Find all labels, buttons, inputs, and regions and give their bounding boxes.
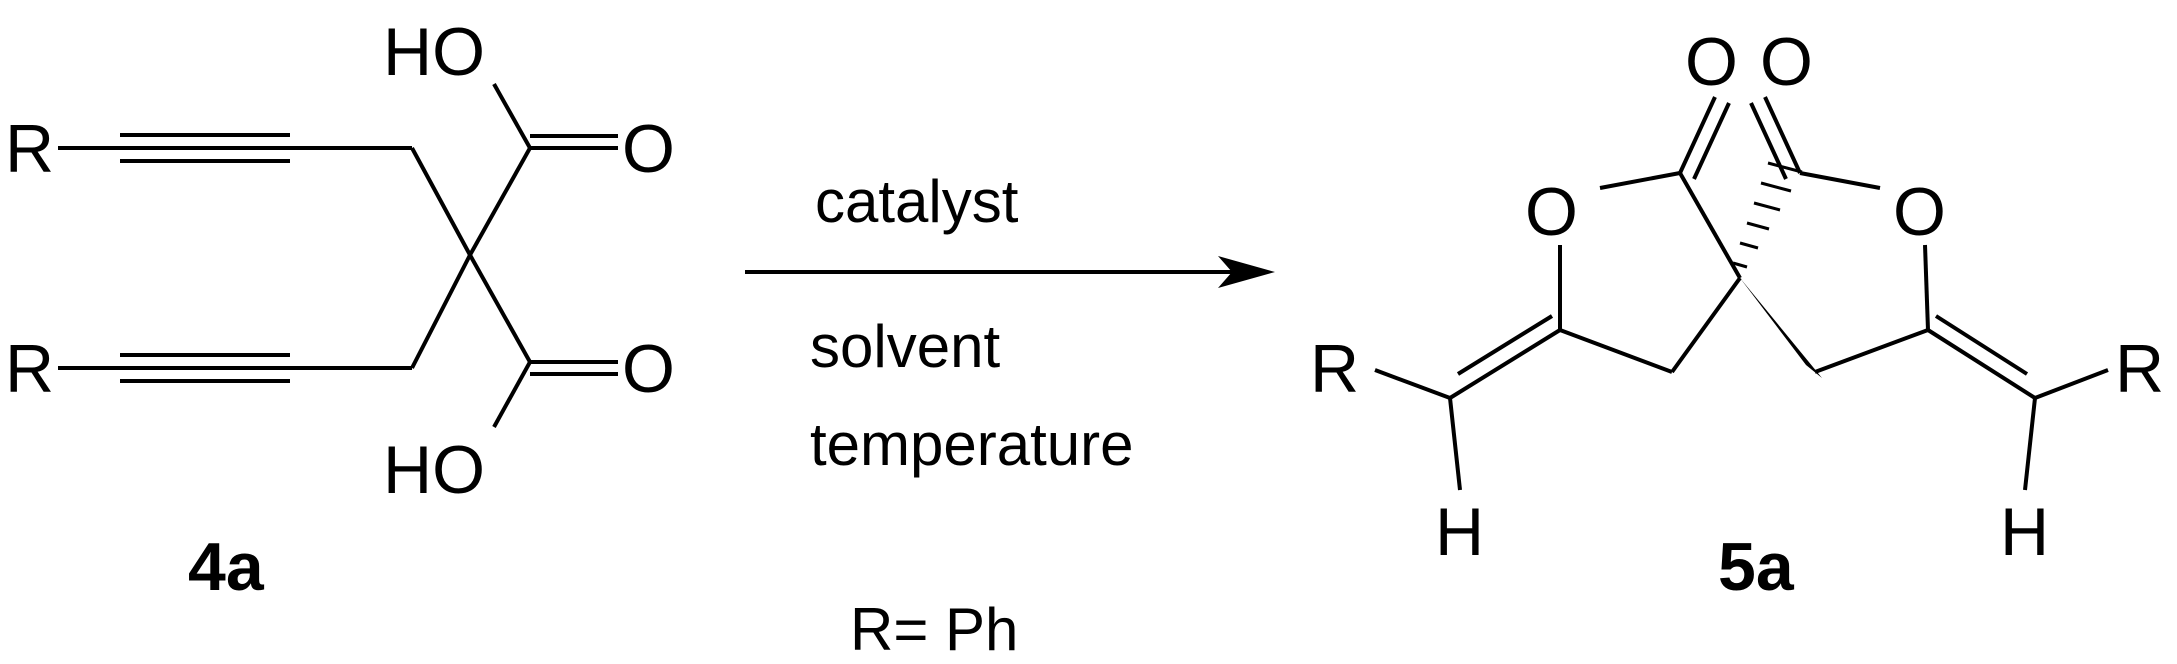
bond-ch-r-left bbox=[1374, 368, 1451, 400]
bond-ringo-enol-right bbox=[1923, 244, 1930, 331]
bond-co-left-b bbox=[1692, 102, 1731, 180]
bond-enol-ch2-left bbox=[1559, 328, 1673, 374]
bond-ch2-spiro-left bbox=[1670, 276, 1742, 374]
bond-alkene-left-a bbox=[1448, 328, 1562, 400]
condition-catalyst: catalyst bbox=[815, 168, 1019, 235]
product-o-ring-left: O bbox=[1525, 174, 1578, 250]
reactant-ho-top: HO bbox=[383, 14, 485, 90]
hashed-bond-spiro-carbonyl-right bbox=[1732, 161, 1803, 269]
bond-ch-h-left bbox=[1448, 397, 1462, 491]
product-h-right: H bbox=[2000, 494, 2049, 570]
reactant-r-top: R bbox=[5, 111, 54, 187]
product-r-left: R bbox=[1310, 331, 1359, 407]
reactant-o-top: O bbox=[622, 111, 675, 187]
wedge-bond-spiro-ch2-right bbox=[1740, 278, 1822, 378]
product-r-right: R bbox=[2115, 331, 2164, 407]
bond-co-right-b bbox=[1749, 102, 1788, 180]
reactant-label: 4a bbox=[188, 529, 265, 605]
reactant-o-bottom: O bbox=[622, 331, 675, 407]
product-o-carbonyl-left: O bbox=[1685, 24, 1738, 100]
product-o-ring-right: O bbox=[1893, 174, 1946, 250]
bond-alkene-right-a bbox=[1926, 328, 2037, 400]
product-h-left: H bbox=[1435, 494, 1484, 570]
bond-ch-r-right bbox=[2034, 368, 2109, 400]
bond-c-oh-top bbox=[492, 83, 532, 149]
reactant-ho-bottom: HO bbox=[383, 432, 485, 508]
bond-ch2-quat-top bbox=[410, 147, 472, 256]
reactant-4a: R R O HO O HO 4a bbox=[5, 14, 675, 605]
product-label: 5a bbox=[1718, 529, 1795, 605]
bond-ch2-quat-bottom bbox=[410, 254, 472, 369]
bond-quat-cooh-bottom bbox=[468, 254, 532, 363]
bond-enol-ch2-right bbox=[1814, 328, 1929, 374]
reaction-arrow-head bbox=[1218, 256, 1275, 288]
condition-temperature: temperature bbox=[810, 411, 1134, 478]
bond-c-oh-bottom bbox=[492, 361, 532, 428]
bond-alkene-left-b bbox=[1456, 314, 1554, 376]
bond-co-left-a bbox=[1678, 96, 1717, 174]
condition-solvent: solvent bbox=[810, 313, 1000, 380]
r-group-definition: R= Ph bbox=[850, 596, 1018, 663]
bond-carbonyl-ringo-left bbox=[1599, 171, 1681, 190]
product-5a: O O R H O O R H 5a bbox=[1310, 24, 2164, 605]
bond-alkene-right-b bbox=[1934, 314, 2029, 376]
reactant-r-bottom: R bbox=[5, 331, 54, 407]
bond-quat-cooh-top bbox=[468, 147, 532, 256]
bond-spiro-carbonyl-left bbox=[1678, 172, 1742, 279]
bond-co-right-a bbox=[1763, 96, 1802, 174]
bond-carbonyl-ringo-right bbox=[1799, 171, 1881, 190]
product-o-carbonyl-right: O bbox=[1760, 24, 1813, 100]
reaction-arrow-group: catalyst solvent temperature R= Ph bbox=[745, 168, 1275, 663]
bond-ch-h-right bbox=[2023, 397, 2037, 491]
